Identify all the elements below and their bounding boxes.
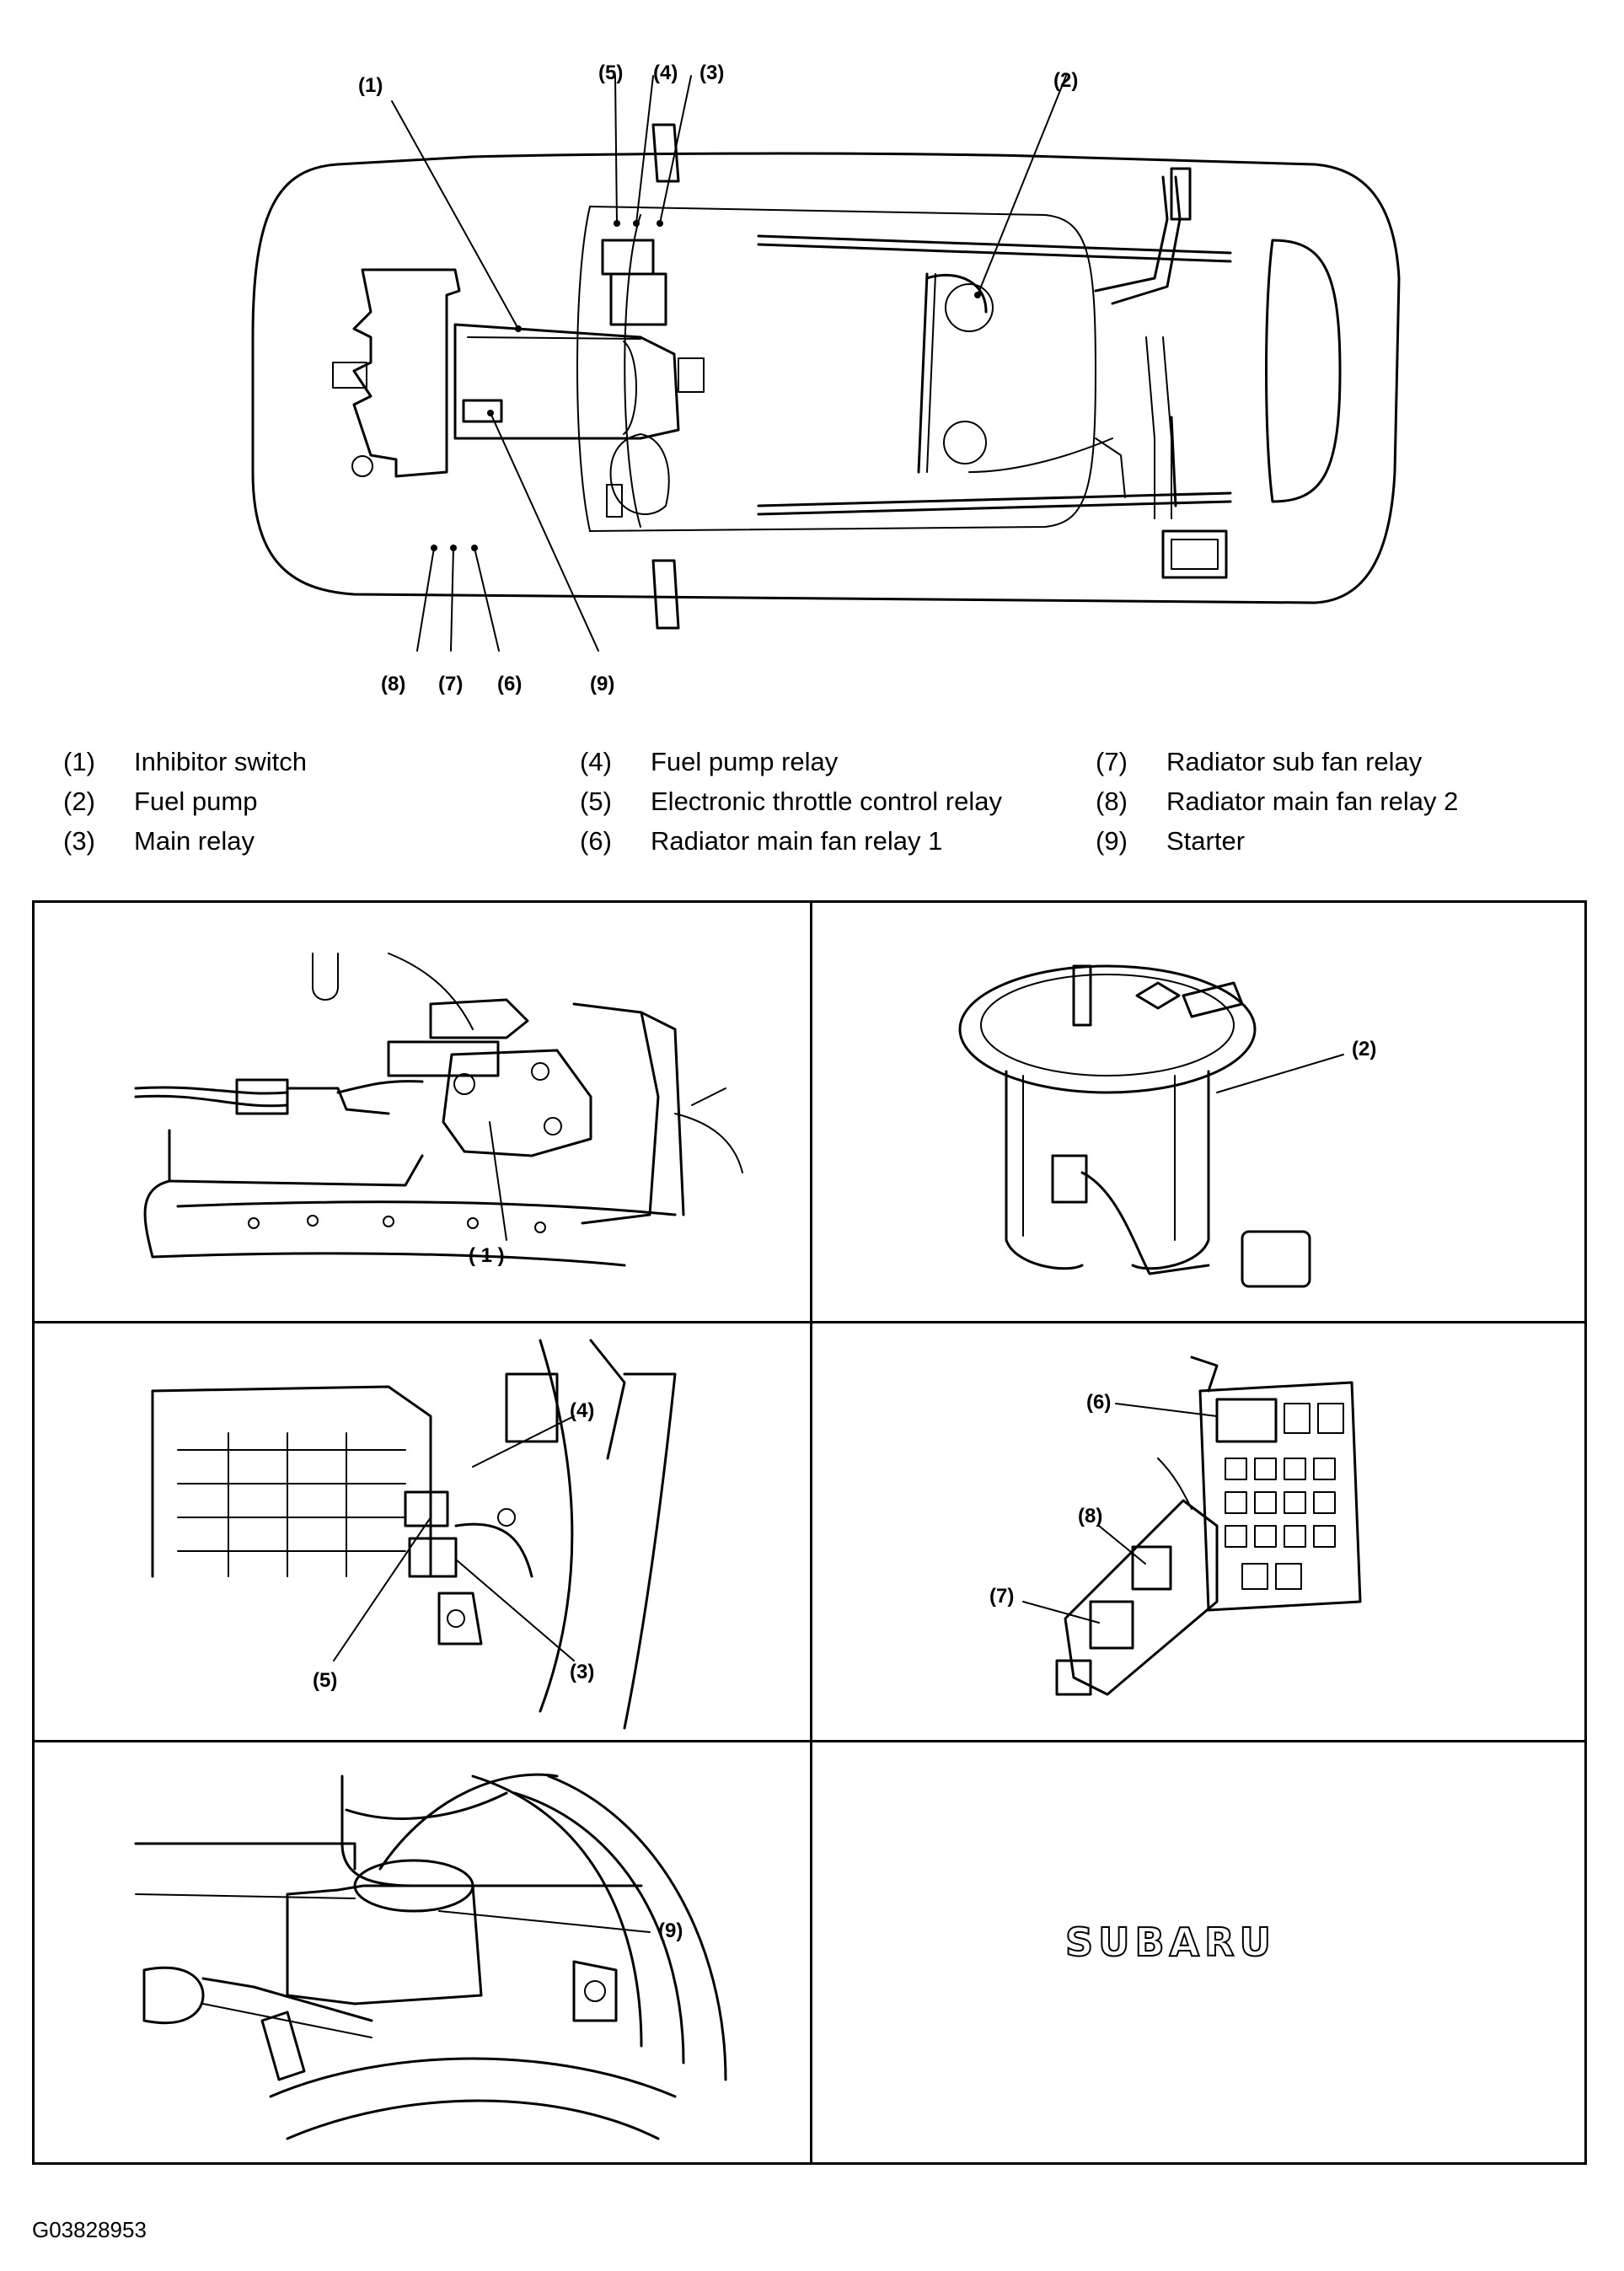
detail-grid: ( 1 ) (2)	[32, 900, 1587, 2165]
fuel-pump-drawing	[958, 964, 1344, 1288]
callout-7: (7)	[438, 673, 464, 695]
callout-fuel-pump: (2)	[1352, 1038, 1377, 1060]
callout-fuse-8: (8)	[1078, 1505, 1103, 1527]
detail-starter: (9)	[35, 1742, 810, 2162]
grid-divider-horizontal	[35, 1321, 1584, 1323]
grid-divider-horizontal	[35, 1740, 1584, 1742]
subaru-logo: SUBARU	[1064, 1919, 1276, 1966]
inhibitor-switch-drawing	[134, 953, 743, 1267]
callout-3: (3)	[699, 62, 725, 84]
callout-fuse-6: (6)	[1086, 1391, 1112, 1414]
vehicle-outline-drawing	[251, 75, 1401, 652]
relays-drawing	[151, 1339, 677, 1730]
detail-inhibitor-switch: ( 1 )	[35, 903, 810, 1321]
callout-6: (6)	[497, 673, 523, 695]
callout-8: (8)	[381, 673, 406, 695]
starter-drawing	[134, 1773, 727, 2140]
detail-fuel-pump: (2)	[812, 903, 1584, 1321]
callout-relay-5: (5)	[313, 1669, 338, 1692]
detail-relays: (4) (3) (5)	[35, 1323, 810, 1740]
detail-logo-panel: SUBARU	[812, 1742, 1584, 2162]
callout-2: (2)	[1053, 69, 1079, 92]
vehicle-overview: (1) (5) (4) (3) (2) (8) (7) (6) (9)	[0, 0, 1624, 725]
callout-9: (9)	[590, 673, 615, 695]
callout-starter-9: (9)	[658, 1919, 683, 1942]
callout-5: (5)	[598, 62, 624, 84]
callout-fuse-7: (7)	[989, 1585, 1015, 1608]
callout-inhibitor-switch: ( 1 )	[469, 1244, 505, 1267]
figure-code: G03828953	[32, 2217, 147, 2242]
relay-box-drawing	[1022, 1356, 1362, 1696]
detail-relay-box: (6) (8) (7)	[812, 1323, 1584, 1740]
component-legend: (1)Inhibitor switch (2)Fuel pump (3)Main…	[63, 747, 1459, 856]
callout-relay-4: (4)	[570, 1399, 595, 1422]
callout-4: (4)	[653, 62, 678, 84]
callout-relay-3: (3)	[570, 1661, 595, 1683]
callout-1: (1)	[358, 74, 383, 97]
grid-divider-vertical	[810, 903, 812, 2162]
